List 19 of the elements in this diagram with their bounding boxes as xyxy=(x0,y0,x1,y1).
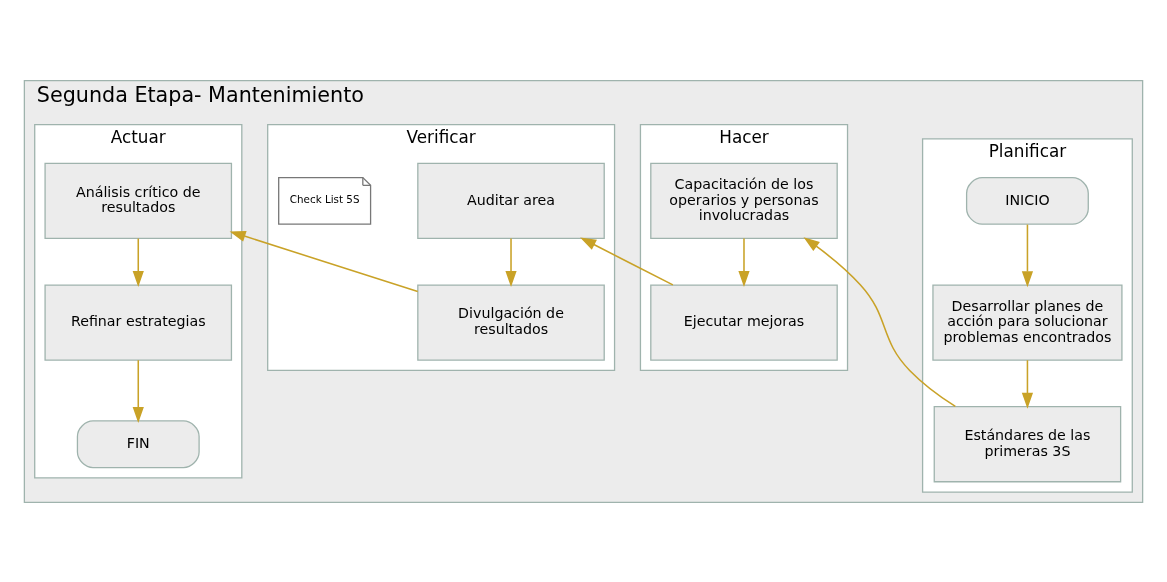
arrow xyxy=(803,236,957,407)
arrow xyxy=(738,237,750,287)
node-box: Análisis crítico de resultados xyxy=(44,162,233,239)
node-box: Capacitación de los operarios y personas involucradas xyxy=(650,162,838,239)
node-box: Ejecutar mejoras xyxy=(650,283,838,361)
node-box: Estándares de las primeras 3S xyxy=(933,405,1122,482)
arrow xyxy=(132,358,144,423)
node-box: INICIO xyxy=(965,176,1089,225)
node-box: Desarrollar planes de acción para solucionar problemas encontrados xyxy=(932,283,1123,361)
arrow xyxy=(1021,223,1034,287)
arrow xyxy=(229,230,419,292)
node-box: Refinar estrategias xyxy=(44,283,233,361)
node-box: FIN xyxy=(76,419,200,468)
arrow xyxy=(505,237,517,287)
arrow xyxy=(132,237,144,287)
node-box: Auditar area xyxy=(417,162,605,239)
node-box: Divulgación de resultados xyxy=(417,283,605,361)
arrow xyxy=(580,237,674,286)
arrow xyxy=(1021,358,1034,409)
